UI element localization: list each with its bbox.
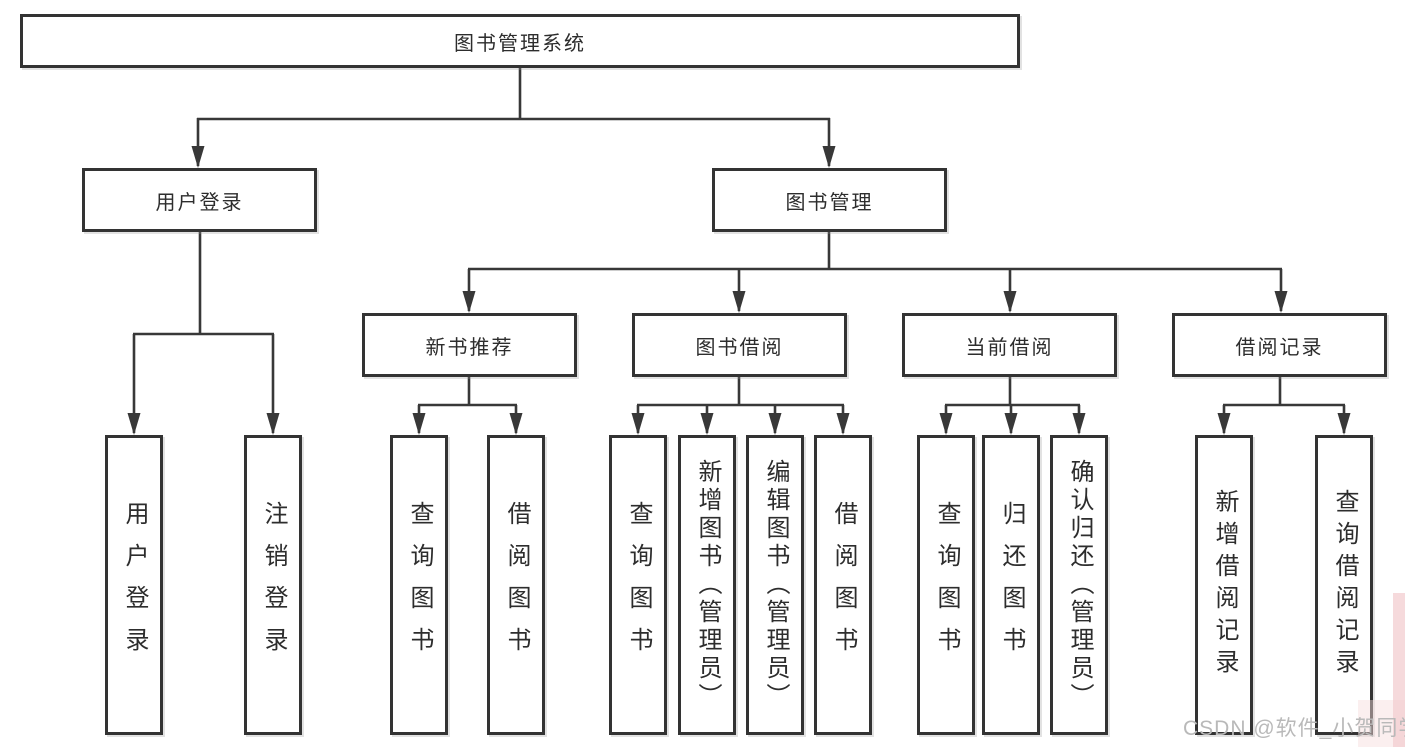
leaf-label: 查询图书 [406, 501, 433, 669]
node-label: 图书借阅 [695, 336, 784, 359]
leaf-query-books-recommend: 查询图书 [390, 435, 448, 735]
leaf-confirm-return-admin: 确认归还（管理员） [1050, 435, 1108, 735]
leaf-label: 借阅图书 [830, 501, 857, 669]
leaf-logout: 注销登录 [244, 435, 302, 735]
watermark-text: CSDN @软件_小贺同学 [1183, 717, 1405, 740]
node-borrow-records: 借阅记录 [1172, 313, 1387, 377]
leaf-label: 新增借阅记录 [1211, 489, 1238, 681]
leaf-label: 确认归还（管理员） [1066, 459, 1093, 711]
leaf-query-books-current: 查询图书 [917, 435, 975, 735]
node-label: 用户登录 [155, 191, 244, 214]
corner-tint [1393, 593, 1405, 747]
node-book-borrow: 图书借阅 [632, 313, 847, 377]
node-new-book-recommend: 新书推荐 [362, 313, 577, 377]
leaf-label: 新增图书（管理员） [694, 459, 721, 711]
node-label: 借阅记录 [1235, 336, 1324, 359]
leaf-borrow-books: 借阅图书 [814, 435, 872, 735]
node-label: 图书管理 [785, 191, 874, 214]
node-label: 新书推荐 [425, 336, 514, 359]
leaf-user-login: 用户登录 [105, 435, 163, 735]
node-current-borrow: 当前借阅 [902, 313, 1117, 377]
node-root-label: 图书管理系统 [454, 32, 586, 55]
leaf-label: 查询图书 [625, 501, 652, 669]
leaf-edit-book-admin: 编辑图书（管理员） [746, 435, 804, 735]
leaf-label: 查询图书 [933, 501, 960, 669]
node-root: 图书管理系统 [20, 14, 1020, 68]
leaf-label: 注销登录 [260, 501, 287, 669]
leaf-query-books-borrow: 查询图书 [609, 435, 667, 735]
leaf-label: 归还图书 [998, 501, 1025, 669]
leaf-label: 编辑图书（管理员） [762, 459, 789, 711]
leaf-query-borrow-record: 查询借阅记录 [1315, 435, 1373, 735]
leaf-borrow-books-recommend: 借阅图书 [487, 435, 545, 735]
leaf-label: 用户登录 [121, 501, 148, 669]
leaf-label: 查询借阅记录 [1331, 489, 1358, 681]
leaf-add-book-admin: 新增图书（管理员） [678, 435, 736, 735]
node-user-login: 用户登录 [82, 168, 317, 232]
leaf-label: 借阅图书 [503, 501, 530, 669]
leaf-add-borrow-record: 新增借阅记录 [1195, 435, 1253, 735]
node-label: 当前借阅 [965, 336, 1054, 359]
leaf-return-books: 归还图书 [982, 435, 1040, 735]
node-book-management: 图书管理 [712, 168, 947, 232]
